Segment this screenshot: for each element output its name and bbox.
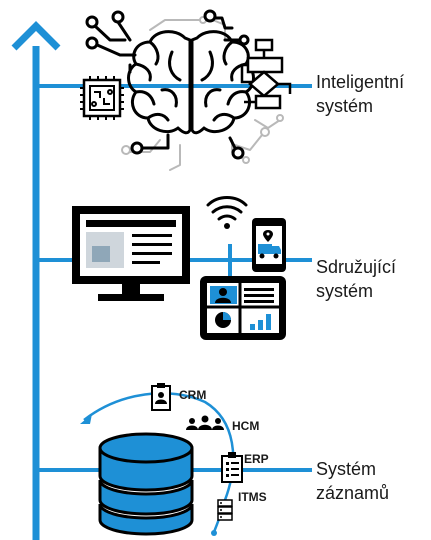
- system-label-erp: ERP: [244, 452, 269, 466]
- crm-badge-icon: [151, 383, 171, 411]
- monitor-icon: [72, 206, 190, 301]
- arc-end-dot: [211, 530, 217, 536]
- tier-label-records: Systém záznamů: [316, 457, 389, 505]
- erp-clipboard-icon: [221, 452, 243, 483]
- tier-label-line: Systém: [316, 459, 377, 479]
- tier-label-engagement: Sdružující systém: [316, 255, 396, 303]
- phone-truck-icon: [252, 218, 286, 272]
- wifi-icon: [206, 196, 248, 229]
- system-label-itms: ITMS: [238, 490, 267, 504]
- tier-label-line: Sdružující: [316, 257, 397, 277]
- database-icon: [98, 432, 194, 536]
- tier-label-line: záznamů: [316, 483, 390, 503]
- tier-label-intelligent: Inteligentní systém: [316, 70, 404, 118]
- tier-label-line: systém: [316, 281, 374, 301]
- chip-icon: [80, 76, 124, 120]
- ai-brain-icon: [85, 9, 284, 171]
- system-label-hcm: HCM: [232, 419, 259, 433]
- tier-label-line: systém: [316, 96, 374, 116]
- tier-label-line: Inteligentní: [316, 72, 405, 92]
- itms-server-icon: [217, 499, 233, 521]
- hcm-people-icon: [186, 415, 224, 430]
- tablet-dashboard-icon: [200, 276, 286, 340]
- vertical-axis-arrow: [11, 21, 61, 540]
- arc-arrowhead: [80, 414, 92, 424]
- system-label-crm: CRM: [179, 388, 206, 402]
- flowchart-icon: [240, 38, 292, 110]
